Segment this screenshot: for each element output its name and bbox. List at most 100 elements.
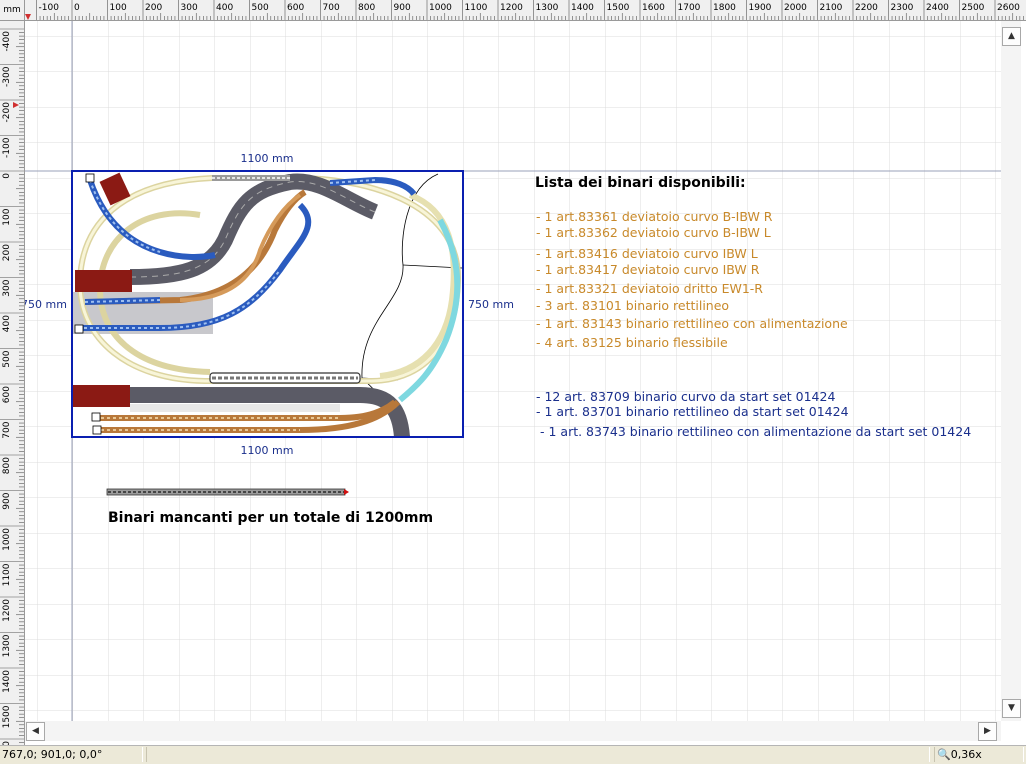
building-mid [75, 270, 132, 292]
ruler-label: 1700 [678, 3, 701, 13]
width-label-bottom: 1100 mm [241, 444, 294, 457]
orange-lower-track-2[interactable] [95, 399, 401, 433]
blue-track-list: - 12 art. 83709 binario curvo da start s… [536, 389, 971, 439]
ruler-label: 1500 [2, 705, 12, 728]
height-label-right: 750 mm [468, 298, 514, 311]
ruler-label: 1400 [2, 670, 12, 693]
zoom-level: 0,36x [950, 748, 982, 761]
track-item-83362: - 1 art.83362 deviatoio curvo B-IBW L [536, 225, 771, 240]
vertical-scrollbar[interactable]: ▲ ▼ [1001, 21, 1021, 721]
ruler-label: -300 [2, 66, 12, 87]
scroll-up-button[interactable]: ▲ [1002, 27, 1021, 46]
track-item-83709: - 12 art. 83709 binario curvo da start s… [536, 389, 835, 404]
ruler-label: 2500 [962, 3, 985, 13]
ruler-unit: mm [0, 0, 25, 21]
ruler-label: 0 [2, 173, 12, 179]
buffer-stop-1[interactable] [85, 173, 95, 183]
ruler-label: 2600 [997, 3, 1020, 13]
ruler-cursor-marker [25, 14, 31, 20]
ruler-label: 0 [74, 3, 80, 13]
buffer-stop-2[interactable] [74, 324, 84, 334]
track-item-83125: - 4 art. 83125 binario flessibile [536, 335, 728, 350]
ruler-label: 600 [287, 3, 304, 13]
orange-track-list: - 1 art.83361 deviatoio curvo B-IBW R - … [536, 209, 848, 350]
missing-track-end-marker [344, 489, 349, 495]
ruler-label: 800 [2, 457, 12, 474]
zoom-indicator[interactable]: 🔍0,36x [934, 747, 1024, 762]
buffer-stop-4[interactable] [92, 425, 102, 435]
ruler-label: 1500 [607, 3, 630, 13]
cyan-curve-track[interactable] [398, 218, 461, 403]
scroll-left-button[interactable]: ◀ [26, 722, 45, 741]
sidewalk [130, 404, 340, 412]
ruler-label: 1100 [2, 563, 12, 586]
station-building [99, 172, 131, 206]
track-item-83701: - 1 art. 83701 binario rettilineo da sta… [536, 404, 849, 419]
width-label-top: 1100 mm [241, 152, 294, 165]
ruler-label: -200 [2, 102, 12, 123]
ruler-label: 200 [2, 244, 12, 261]
scroll-down-button[interactable]: ▼ [1002, 699, 1021, 718]
ruler-label: 700 [2, 421, 12, 438]
track-item-83416: - 1 art.83416 deviatoio curvo IBW L [536, 246, 758, 261]
blue-track-ties [78, 179, 376, 329]
scroll-right-button[interactable]: ▶ [978, 722, 997, 741]
ruler-label: 2300 [891, 3, 914, 13]
ruler-label: 1100 [465, 3, 488, 13]
cursor-coordinates: 767,0; 901,0; 0,0° [0, 747, 143, 762]
ruler-label: 1300 [536, 3, 559, 13]
status-message [146, 747, 930, 762]
height-label-left: 750 mm [25, 298, 67, 311]
orange-siding-track-2[interactable] [179, 193, 302, 302]
ruler-label: 1900 [749, 3, 772, 13]
ruler-label: 800 [358, 3, 375, 13]
ruler-label: 300 [181, 3, 198, 13]
track-item-83743: - 1 art. 83743 binario rettilineo con al… [540, 424, 971, 439]
board-border [71, 170, 464, 438]
ruler-label: 100 [2, 208, 12, 225]
drawing-canvas[interactable]: 1100 mm 1100 mm 750 mm 750 mm Binari man… [25, 21, 1021, 721]
orange-lower-ties [95, 417, 340, 431]
ruler-label: 700 [323, 3, 340, 13]
ruler-label: -400 [2, 31, 12, 52]
missing-tracks-note: Binari mancanti per un totale di 1200mm [108, 510, 433, 526]
vertical-ruler-scale: -400-300-200-100010020030040050060070080… [0, 28, 24, 764]
ruler-label: 2400 [926, 3, 949, 13]
building-lower [73, 385, 130, 407]
ruler-label: -100 [2, 137, 12, 158]
magnifier-icon: 🔍 [937, 748, 951, 761]
buffer-stop-3[interactable] [91, 412, 101, 422]
ruler-label: 500 [252, 3, 269, 13]
status-bar: 767,0; 901,0; 0,0° 🔍0,36x [0, 745, 1026, 764]
ruler-label: 2000 [784, 3, 807, 13]
track-item-83417: - 1 art.83417 deviatoio curvo IBW R [536, 262, 760, 277]
ruler-label: 400 [2, 315, 12, 332]
track-item-83321: - 1 art.83321 deviatoio dritto EW1-R [536, 281, 763, 296]
ruler-label: 100 [110, 3, 127, 13]
ruler-label: 200 [145, 3, 162, 13]
ruler-label: 1200 [2, 599, 12, 622]
ruler-cursor-marker [13, 102, 19, 108]
ruler-label: 1600 [642, 3, 665, 13]
right-yellow-track[interactable] [379, 192, 457, 379]
ruler-label: -100 [39, 3, 60, 13]
ruler-label: 900 [2, 492, 12, 509]
track-item-83361: - 1 art.83361 deviatoio curvo B-IBW R [536, 209, 773, 224]
ruler-label: 1300 [2, 634, 12, 657]
canvas-svg[interactable]: 1100 mm 1100 mm 750 mm 750 mm Binari man… [25, 21, 1021, 721]
ruler-label: 2200 [855, 3, 878, 13]
blue-top-track[interactable] [329, 176, 417, 196]
ruler-label: 2100 [820, 3, 843, 13]
ruler-label: 600 [2, 386, 12, 403]
track-item-83143: - 1 art. 83143 binario rettilineo con al… [536, 316, 848, 331]
ruler-label: 1000 [429, 3, 452, 13]
horizontal-scrollbar[interactable]: ◀ ▶ [25, 721, 1001, 741]
layout-drawing[interactable]: 1100 mm 1100 mm 750 mm 750 mm Binari man… [25, 152, 971, 526]
road-s-centerline [129, 181, 376, 278]
ruler-label: 1400 [571, 3, 594, 13]
ruler-label: 300 [2, 279, 12, 296]
